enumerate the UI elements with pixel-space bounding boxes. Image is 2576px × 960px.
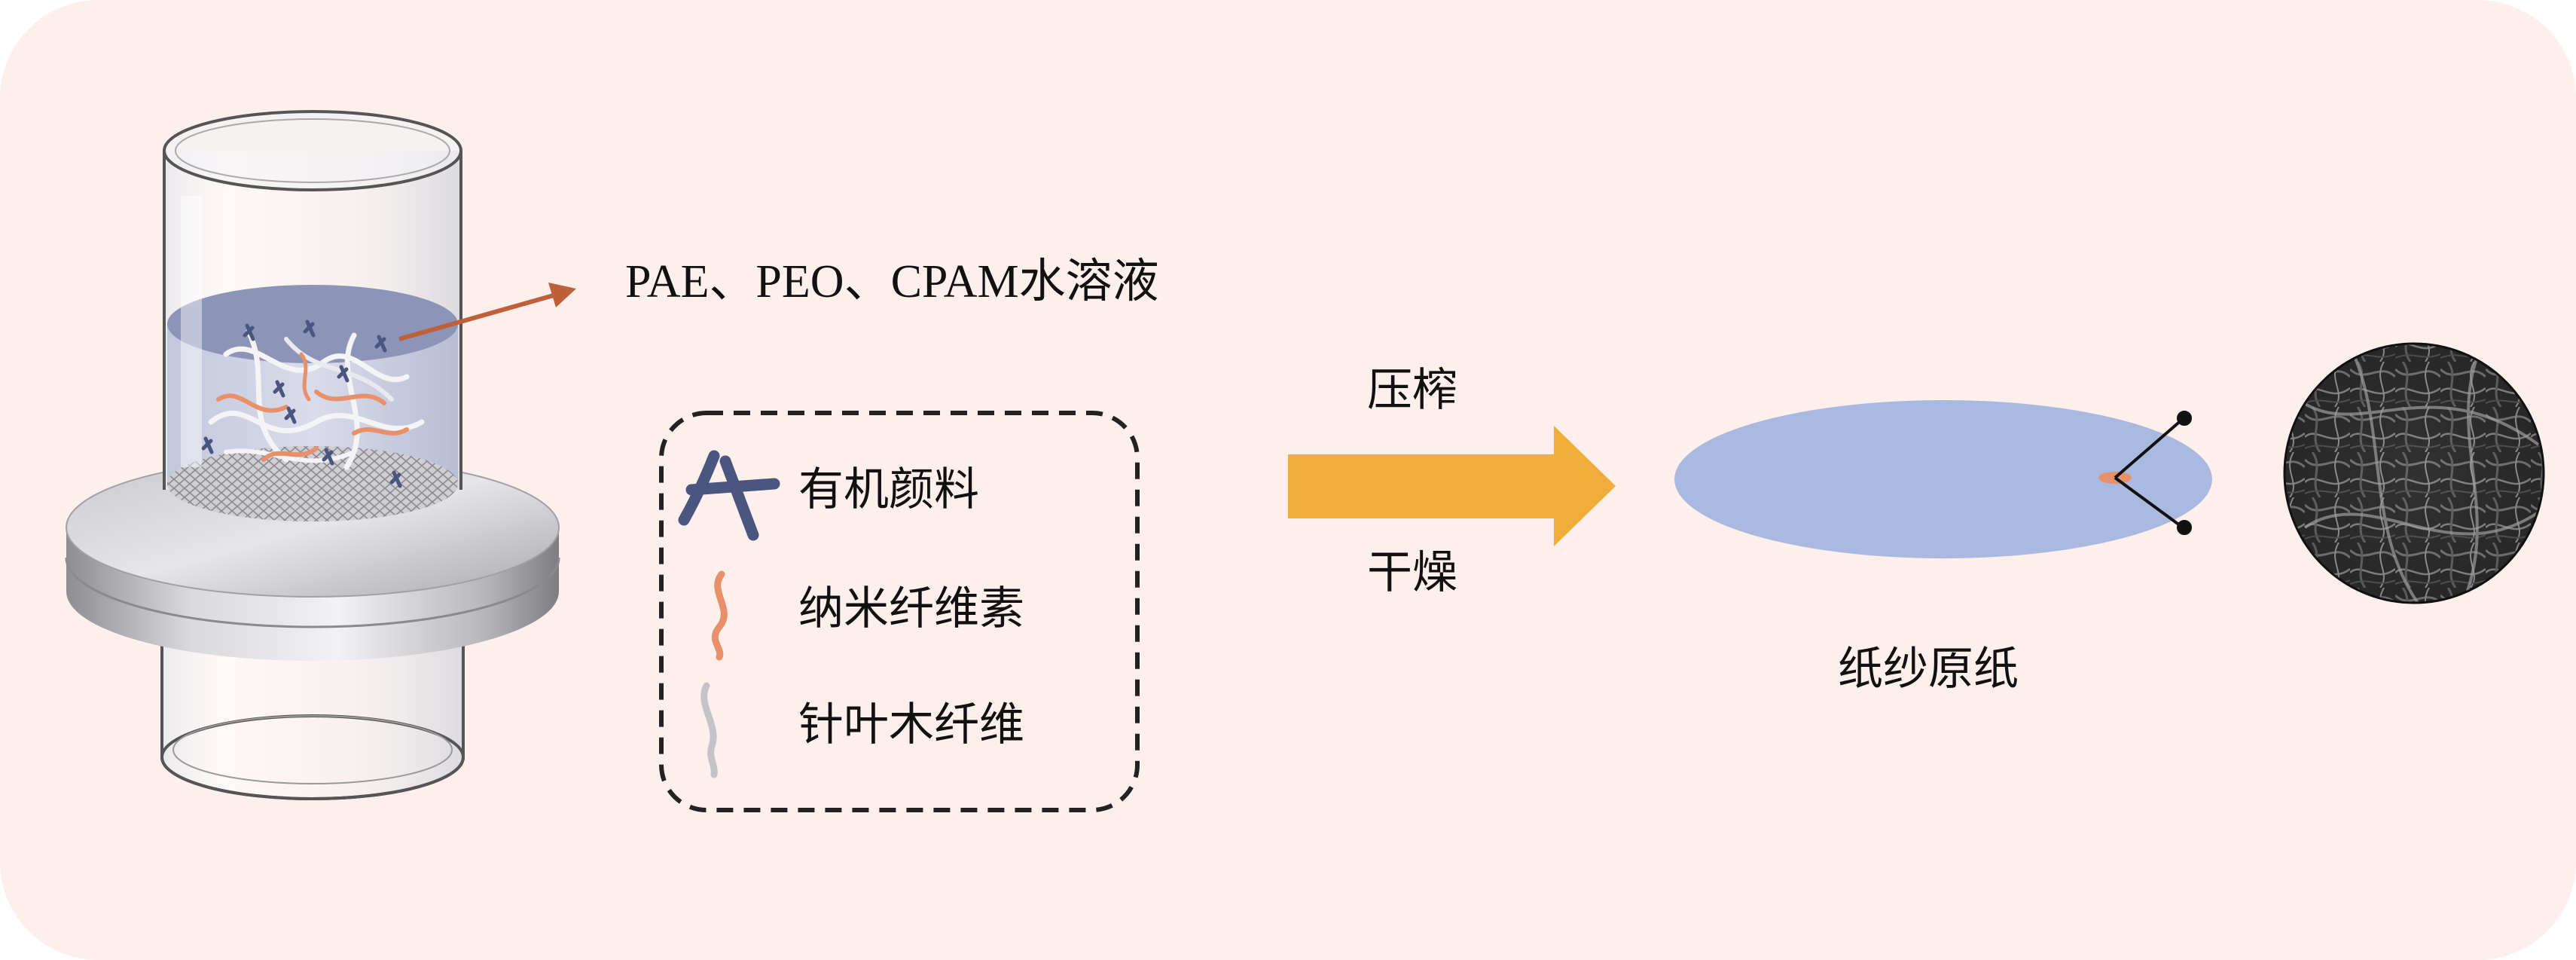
solution-pointer-arrow: [398, 283, 576, 341]
zoom-lines: [2114, 411, 2192, 535]
filtration-apparatus: [65, 110, 560, 800]
process-bottom-label: 干燥: [1367, 546, 1457, 599]
process-arrow: [1288, 426, 1616, 546]
organic-pigment-icon: [678, 450, 780, 541]
solution-label: PAE、PEO、CPAM水溶液: [625, 256, 1159, 307]
nanocellulose-icon: [711, 570, 728, 661]
legend-label-softwood-fiber: 针叶木纤维: [798, 699, 1024, 751]
filter-mesh: [167, 446, 458, 521]
pigment-particles: [201, 319, 402, 488]
softwood-fiber-icon: [700, 682, 718, 778]
legend-label-pigment: 有机颜料: [798, 463, 979, 516]
process-top-label: 压榨: [1367, 364, 1457, 417]
base-paper-disc: [1674, 400, 2212, 558]
legend-box: 有机颜料 纳米纤维素 针叶木纤维: [659, 411, 1140, 812]
product-label: 纸纱原纸: [1838, 643, 2019, 696]
fiber-network: [208, 329, 425, 470]
sem-micrograph: [2283, 342, 2545, 604]
upper-tube-rim: [163, 110, 462, 191]
legend-label-nanocellulose: 纳米纤维素: [798, 582, 1024, 635]
